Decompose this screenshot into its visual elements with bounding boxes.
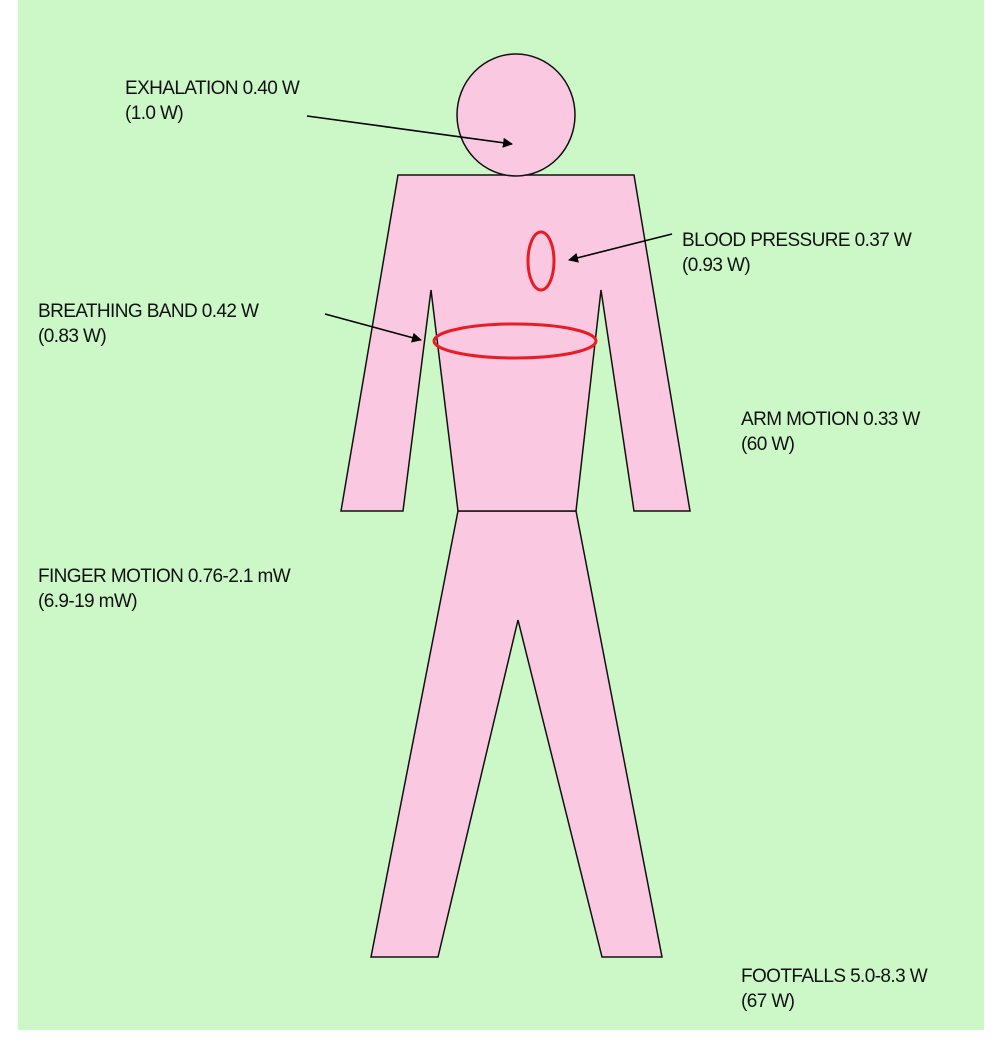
finger-motion-label-line2: (6.9-19 mW) bbox=[38, 591, 137, 612]
arm-motion-label-line1: ARM MOTION 0.33 W bbox=[741, 409, 920, 430]
blood-pressure-label-line2: (0.93 W) bbox=[682, 255, 750, 276]
blood-pressure-label-line1: BLOOD PRESSURE 0.37 W bbox=[682, 230, 912, 251]
arm-motion-label-line2: (60 W) bbox=[741, 434, 795, 455]
finger-motion-label-line1: FINGER MOTION 0.76-2.1 mW bbox=[38, 566, 291, 587]
head bbox=[457, 54, 575, 176]
breathing-band-label-line2: (0.83 W) bbox=[38, 326, 106, 347]
breathing-band-label-line1: BREATHING BAND 0.42 W bbox=[38, 301, 259, 322]
exhalation-label-line1: EXHALATION 0.40 W bbox=[125, 78, 300, 99]
exhalation-label-line2: (1.0 W) bbox=[125, 103, 183, 124]
torso-and-arms bbox=[341, 175, 690, 511]
footfalls-label-line2: (67 W) bbox=[741, 991, 795, 1012]
footfalls-label-line1: FOOTFALLS 5.0-8.3 W bbox=[741, 966, 928, 987]
